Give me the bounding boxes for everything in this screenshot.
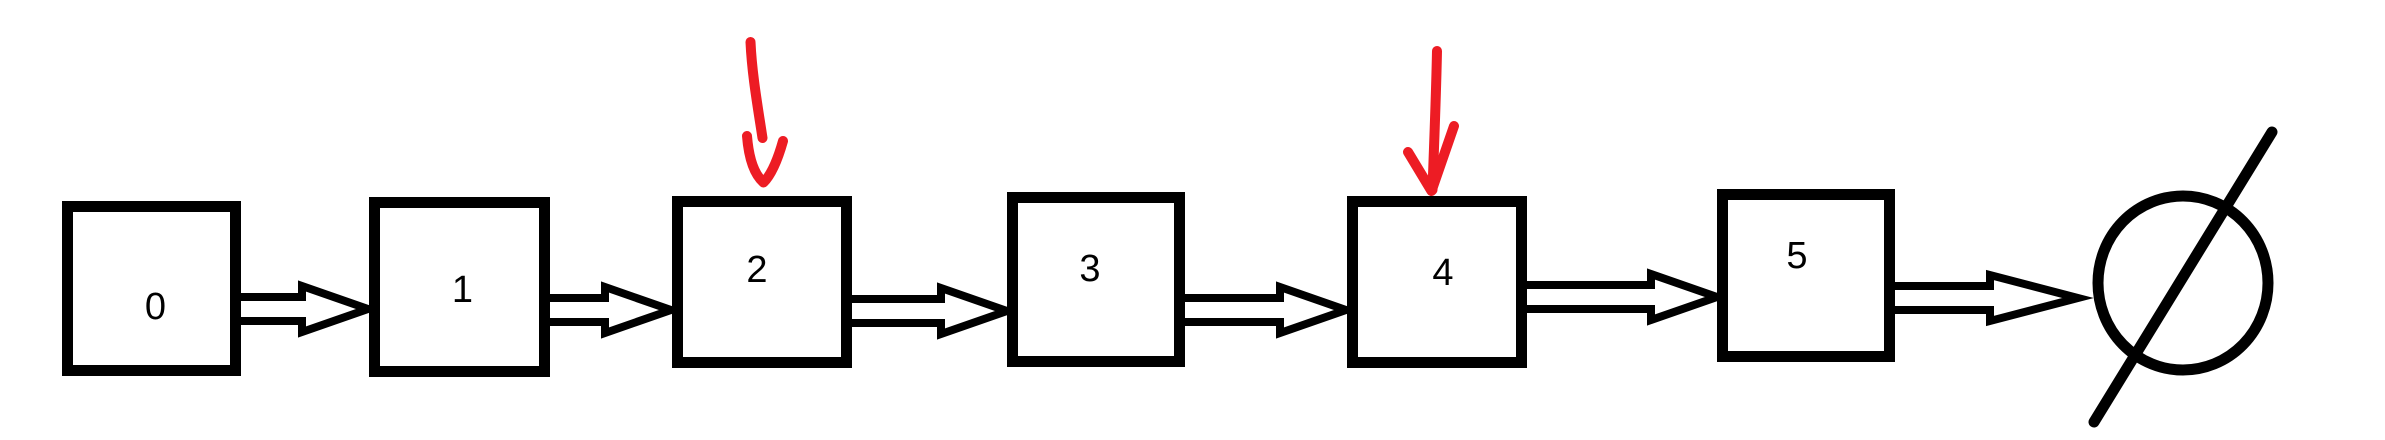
node-label-1: 1 [451,269,474,311]
link-arrows [232,268,2094,340]
node-label-5: 5 [1786,234,1808,277]
node-box-1: 1 [369,197,550,377]
node-label-2: 2 [746,249,768,291]
node-box-3: 3 [1007,192,1185,367]
red-pointer-arrow-node4-head [1403,121,1459,196]
null-terminator-icon [2088,126,2278,428]
node-label-3: 3 [1079,247,1101,290]
link-arrow-3-4 [1177,281,1359,339]
red-pointer-arrow-node4 [1403,46,1459,196]
link-arrow-5-null [1887,269,2094,327]
node-label-0: 0 [144,285,167,328]
node-box-2: 2 [672,196,852,368]
red-pointer-arrow-node2-head [742,131,788,188]
null-terminator-slash [2088,126,2278,428]
link-arrow-0-1 [232,280,381,338]
node-label-4: 4 [1432,252,1454,294]
link-arrow-4-5 [1519,268,1730,326]
red-pointer-arrow-node2-shaft [745,37,768,143]
link-arrow-1-2 [542,281,684,339]
null-terminator-circle [2092,190,2274,376]
link-arrow-2-3 [844,282,1020,340]
node-box-0: 0 [62,201,241,376]
node-box-5: 5 [1717,189,1895,362]
node-box-4: 4 [1347,196,1527,368]
red-pointer-arrow-node2 [742,37,788,188]
